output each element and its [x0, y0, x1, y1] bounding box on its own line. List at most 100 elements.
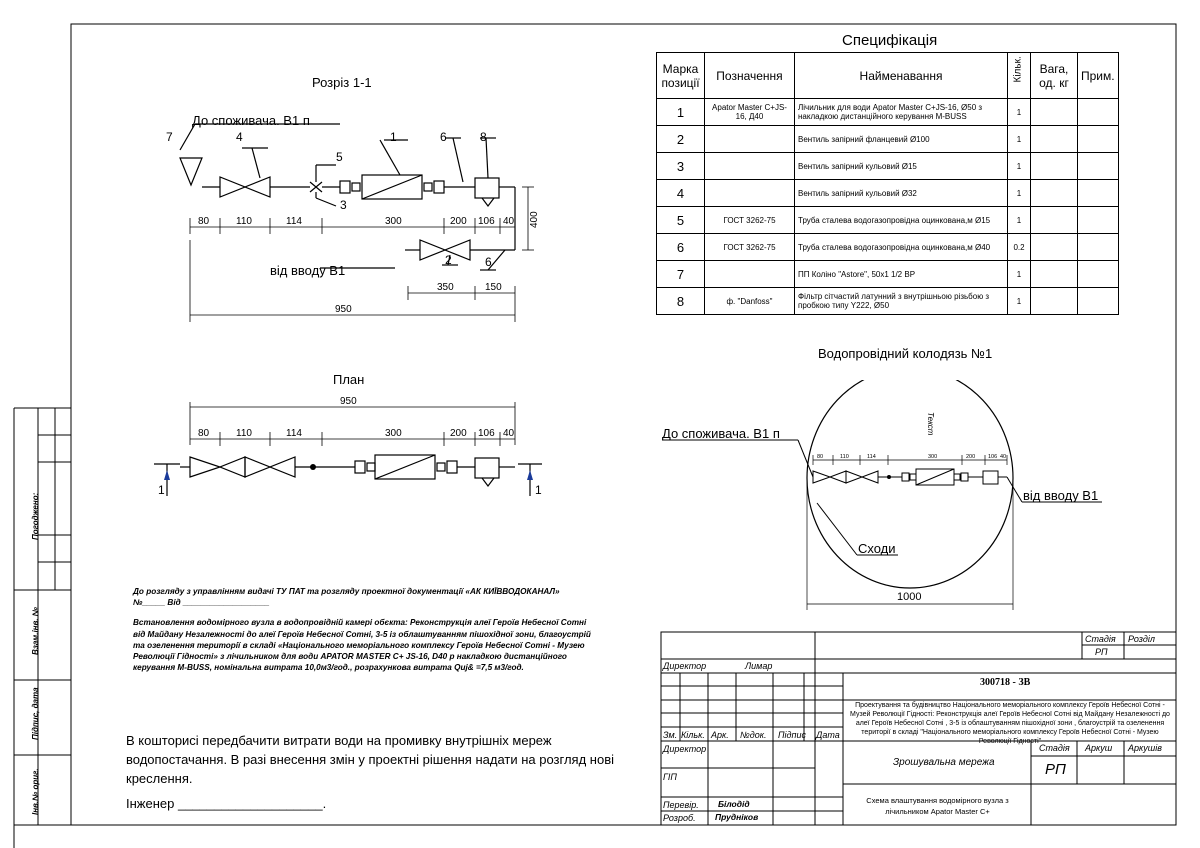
section-dim-114: 114	[286, 216, 302, 227]
section-to-consumer-label: До споживача. В1 п	[192, 113, 310, 128]
section-callout-7: 7	[166, 130, 173, 144]
spec-header-row: Марка позиції Позначення Найменавання Кі…	[656, 52, 1119, 99]
well-diameter: 1000	[897, 591, 921, 603]
well-to-consumer-label: До споживача. В1 п	[662, 426, 780, 441]
plan-dim-300: 300	[385, 428, 402, 439]
tb-col-qty: Кільк.	[681, 730, 705, 740]
tb-director-label: Директор	[663, 661, 707, 671]
spec-row: 7 ПП Коліно "Astore", 50x1 1/2 ВР 1	[656, 260, 1119, 288]
section-callout-1: 1	[390, 130, 397, 144]
well-title: Водопровідний колодязь №1	[818, 346, 993, 361]
plan-title: План	[333, 372, 365, 387]
tb-col-change: Зм.	[663, 730, 678, 740]
spec-cell-weight	[1030, 233, 1078, 261]
section-callout-4: 4	[236, 130, 243, 144]
section-dim-110: 110	[236, 216, 252, 227]
tb-gip-label: ГІП	[663, 772, 677, 782]
spec-cell-weight	[1030, 98, 1078, 126]
tb-stage-value: РП	[1095, 647, 1108, 657]
spec-cell-pos: 8	[656, 287, 705, 315]
spec-cell-weight	[1030, 287, 1078, 315]
well-from-input-label: від вводу В1	[1023, 488, 1098, 503]
plan-dim-80: 80	[198, 428, 210, 439]
spec-cell-name: Труба сталева водогазопровідна оцинкован…	[794, 206, 1008, 234]
tb-developed-label: Розроб.	[663, 813, 696, 823]
tb-col-sheet: Арк.	[711, 730, 729, 740]
well-dim-40: 40	[1000, 454, 1006, 460]
spec-header-pos: Марка позиції	[656, 52, 705, 99]
spec-header-weight: Вага, од. кг	[1030, 52, 1078, 99]
section-title: Розріз 1-1	[312, 75, 372, 90]
approval-note-1: До розгляду з управлінням видачі ТУ ПАТ …	[133, 587, 560, 608]
spec-title: Специфікація	[842, 32, 938, 49]
well-dim-200: 200	[966, 454, 975, 460]
section-callout-3: 3	[340, 198, 347, 212]
spec-cell-name: Труба сталева водогазопровідна оцинкован…	[794, 233, 1008, 261]
spec-header-name: Найменавання	[794, 52, 1008, 99]
well-dim-106: 106	[988, 454, 997, 460]
section-dim-150: 150	[485, 282, 502, 293]
spec-row: 8 ф. "Danfoss" Фільтр сітчастий латунний…	[656, 287, 1119, 315]
plan-dim-114: 114	[286, 428, 302, 439]
spec-cell-code	[704, 179, 795, 207]
spec-cell-code: ф. "Danfoss"	[704, 287, 795, 315]
tb-project-code: 300718 - ЗВ	[980, 677, 1031, 688]
section-callout-2: 2	[445, 253, 452, 267]
tb-stage-value2: РП	[1045, 761, 1066, 778]
spec-cell-note	[1077, 125, 1119, 153]
spec-cell-note	[1077, 287, 1119, 315]
tb-director-name: Лимар	[745, 661, 773, 671]
spec-cell-name: Фільтр сітчастий латунний з внутрішньою …	[794, 287, 1008, 315]
spec-cell-weight	[1030, 260, 1078, 288]
spec-cell-weight	[1030, 125, 1078, 153]
tb-col-sign: Підпис	[778, 730, 806, 740]
spec-row: 1 Apator Master C+JS-16, Д40 Лічильник д…	[656, 98, 1119, 126]
spec-cell-note	[1077, 206, 1119, 234]
section-drawing: До споживача. В1 п від вводу В1 7 4 5 3 …	[166, 113, 540, 322]
tb-project-name: Проектування та будівництво Національног…	[850, 702, 1170, 745]
spec-cell-note	[1077, 233, 1119, 261]
spec-cell-code: Apator Master C+JS-16, Д40	[704, 98, 795, 126]
section-dim-350: 350	[437, 282, 454, 293]
well-drawing: До споживача. В1 п від вводу В1 Сходи Те…	[662, 380, 1102, 610]
plan-dim-106: 106	[478, 428, 495, 439]
spec-table: Марка позиції Позначення Найменавання Кі…	[656, 52, 1119, 315]
section-dim-300: 300	[385, 216, 402, 227]
plan-dim-40: 40	[503, 428, 515, 439]
well-stairs-label: Сходи	[858, 541, 896, 556]
tb-sheet-header: Аркуш	[1085, 743, 1113, 753]
tb-stage-header: Стадія	[1085, 634, 1116, 644]
section-dim-106: 106	[478, 216, 495, 227]
approval-note-2: Встановлення водомірного вузла в водопро…	[133, 618, 591, 673]
section-callout-6: 6	[440, 130, 447, 144]
spec-cell-name: ПП Коліно "Astore", 50x1 1/2 ВР	[794, 260, 1008, 288]
spec-cell-name: Вентиль запірний кульовий Ø15	[794, 152, 1008, 180]
plan-marker-right: 1	[535, 483, 542, 497]
spec-cell-name: Лічильник для води Apator Master C+JS-16…	[794, 98, 1008, 126]
spec-header-note: Прим.	[1077, 52, 1119, 99]
well-text-label: Текст	[926, 412, 935, 436]
spec-cell-note	[1077, 152, 1119, 180]
tb-sheets-header: Аркушів	[1128, 743, 1162, 753]
tb-developed-name: Прудніков	[715, 812, 759, 822]
section-dim-200: 200	[450, 216, 467, 227]
well-dim-110: 110	[840, 454, 849, 460]
tb-col-doc: №док.	[740, 730, 767, 740]
tb-col-date: Дата	[816, 730, 840, 740]
section-dim-40: 40	[503, 216, 515, 227]
spec-cell-name: Вентиль запірний фланцевий Ø100	[794, 125, 1008, 153]
section-dim-total: 950	[335, 304, 352, 315]
section-dim-80: 80	[198, 216, 210, 227]
plan-dim-200: 200	[450, 428, 467, 439]
tb-checked-name: Білодід	[718, 799, 750, 809]
well-dim-80: 80	[817, 454, 823, 460]
spec-row: 6 ГОСТ 3262-75 Труба сталева водогазопро…	[656, 233, 1119, 261]
tb-scheme-name: Схема влаштування водомірного вузла з лі…	[866, 796, 1009, 816]
well-dim-114: 114	[867, 454, 876, 460]
spec-row: 2 Вентиль запірний фланцевий Ø100 1	[656, 125, 1119, 153]
plan-dim-110: 110	[236, 428, 252, 439]
section-callout-8: 8	[480, 130, 487, 144]
main-note: В кошторисі передбачити витрати води на …	[126, 733, 614, 786]
